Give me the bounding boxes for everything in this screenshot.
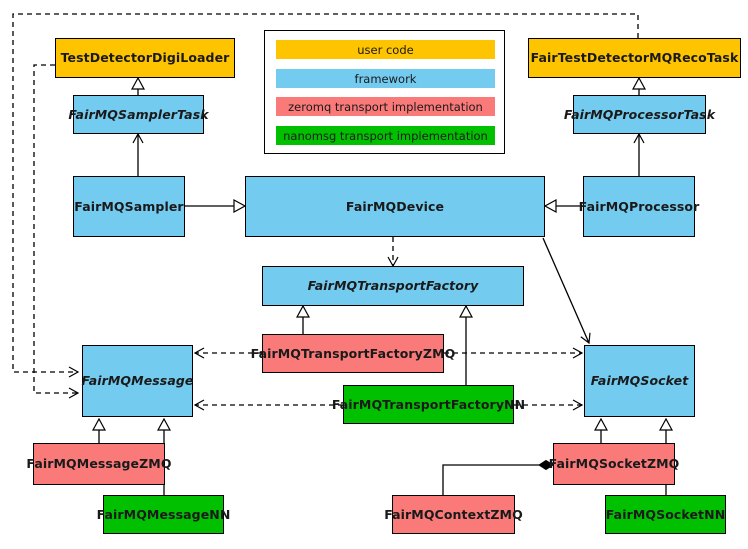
- node-fairmq-transport-factory[interactable]: FairMQTransportFactory: [262, 266, 524, 306]
- node-fairmq-socket[interactable]: FairMQSocket: [584, 345, 695, 417]
- node-fairmq-context-zmq[interactable]: FairMQContextZMQ: [384, 495, 523, 534]
- node-fairmq-sampler[interactable]: FairMQSampler: [73, 176, 185, 237]
- edge-device-to-socket: [542, 237, 591, 345]
- node-fairmq-transport-factory-zmq[interactable]: FairMQTransportFactoryZMQ: [251, 334, 455, 373]
- node-fairmq-message[interactable]: FairMQMessage: [82, 345, 193, 417]
- node-fairmq-sampler-task[interactable]: FairMQSamplerTask: [68, 95, 209, 134]
- node-fairmq-message-zmq[interactable]: FairMQMessageZMQ: [26, 443, 171, 485]
- legend-panel: user code framework zeromq transport imp…: [264, 30, 505, 154]
- legend-item-framework: framework: [276, 69, 495, 88]
- node-fairmq-processor-task[interactable]: FairMQProcessorTask: [564, 95, 715, 134]
- legend-item-zeromq: zeromq transport implementation: [276, 97, 495, 116]
- node-test-detector-digi-loader[interactable]: TestDetectorDigiLoader: [55, 38, 235, 78]
- legend-item-user-code: user code: [276, 40, 495, 59]
- node-fairmq-processor[interactable]: FairMQProcessor: [579, 176, 699, 237]
- node-fair-test-detector-mq-reco-task[interactable]: FairTestDetectorMQRecoTask: [528, 38, 741, 78]
- node-fairmq-transport-factory-nn[interactable]: FairMQTransportFactoryNN: [332, 385, 525, 424]
- legend-item-nanomsg: nanomsg transport implementation: [276, 126, 495, 145]
- node-fairmq-socket-nn[interactable]: FairMQSocketNN: [605, 495, 726, 534]
- node-fairmq-message-nn[interactable]: FairMQMessageNN: [97, 495, 230, 534]
- node-fairmq-device[interactable]: FairMQDevice: [245, 176, 545, 237]
- edge-contextzmq-to-socketzmq: [442, 459, 554, 495]
- node-fairmq-socket-zmq[interactable]: FairMQSocketZMQ: [549, 443, 679, 485]
